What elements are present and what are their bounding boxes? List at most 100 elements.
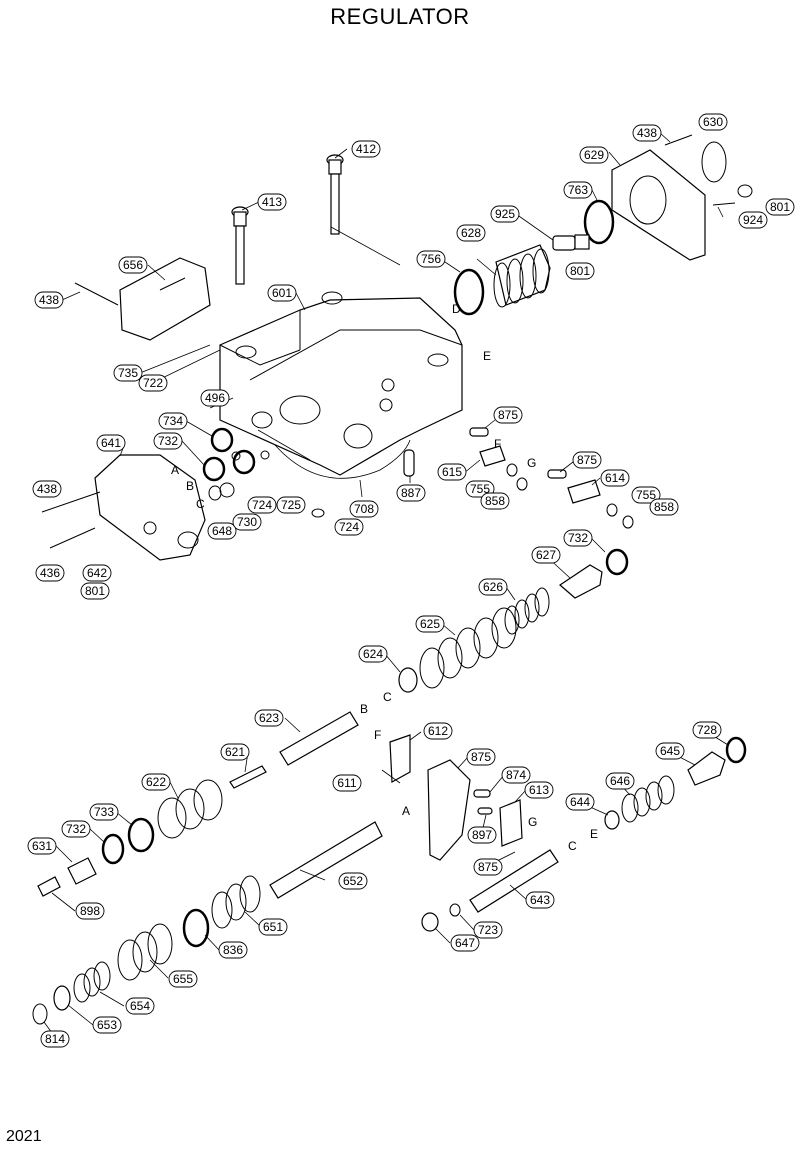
callout-text: 730 [237, 515, 257, 529]
callout-text: 438 [37, 482, 57, 496]
callout-724: 724 [247, 496, 277, 514]
callout-643: 643 [525, 891, 555, 909]
callout-text: 648 [212, 524, 232, 538]
callout-438: 438 [32, 480, 62, 498]
callout-801: 801 [80, 582, 110, 600]
sleeve-622 [157, 779, 223, 839]
callout-text: 645 [660, 744, 680, 758]
callout-text: 627 [536, 548, 556, 562]
reference-letter-E: E [590, 827, 598, 841]
callout-733: 733 [89, 803, 119, 821]
callout-734: 734 [158, 412, 188, 430]
callout-641: 641 [96, 434, 126, 452]
piston-627 [559, 548, 629, 599]
reference-letter-D: D [452, 302, 461, 316]
callout-text: 653 [97, 1018, 117, 1032]
callout-858: 858 [649, 498, 679, 516]
reference-letter-A: A [171, 463, 179, 477]
callout-text: 756 [421, 252, 441, 266]
reference-letter-C: C [568, 839, 577, 853]
callout-text: 814 [45, 1032, 65, 1046]
callout-601: 601 [267, 284, 297, 302]
callout-text: 655 [173, 972, 193, 986]
reference-letter-C: C [383, 690, 392, 704]
callout-722: 722 [138, 374, 168, 392]
callout-656: 656 [118, 256, 148, 274]
callout-text: 436 [40, 566, 60, 580]
callout-text: 801 [570, 264, 590, 278]
leader-lines [43, 132, 729, 1038]
callout-611: 611 [332, 774, 362, 792]
callout-887: 887 [396, 484, 426, 502]
o-ring-733 [127, 817, 155, 853]
cover-641 [41, 454, 206, 561]
callout-text: 723 [478, 923, 498, 937]
page-number: 2021 [6, 1128, 42, 1145]
callout-text: 722 [143, 376, 163, 390]
callout-text: 438 [637, 126, 657, 140]
callout-875: 875 [572, 451, 602, 469]
callout-723: 723 [473, 921, 503, 939]
lever-611 [427, 759, 471, 861]
callout-628: 628 [456, 224, 486, 242]
callout-text: 732 [66, 822, 86, 836]
reference-letter-A: A [402, 804, 410, 818]
callout-624: 624 [358, 645, 388, 663]
callout-621: 621 [220, 743, 250, 761]
o-ring-732-lower [101, 833, 125, 865]
callout-text: 629 [584, 148, 604, 162]
callout-text: 656 [123, 258, 143, 272]
callout-615: 615 [437, 463, 467, 481]
callout-623: 623 [254, 709, 284, 727]
callout-645: 645 [655, 742, 685, 760]
callout-655: 655 [168, 970, 198, 988]
pin-887 [403, 449, 415, 477]
pin-897 [477, 807, 493, 815]
callout-496: 496 [200, 389, 230, 407]
callout-612: 612 [423, 722, 453, 740]
washer-653 [53, 985, 71, 1011]
callout-text: 858 [654, 500, 674, 514]
callout-text: 875 [498, 408, 518, 422]
regulator-body [219, 291, 463, 479]
callout-text: 925 [495, 207, 515, 221]
shaft-643 [469, 849, 559, 913]
callout-724: 724 [334, 518, 364, 536]
callout-text: 763 [568, 183, 588, 197]
callout-text: 874 [506, 768, 526, 782]
reference-letter-G: G [528, 815, 537, 829]
pin-621 [229, 765, 267, 789]
plug-631 [67, 857, 97, 885]
callout-text: 412 [356, 142, 376, 156]
callout-text: 654 [130, 999, 150, 1013]
callout-text: 724 [339, 520, 359, 534]
callout-text: 875 [478, 860, 498, 874]
callout-text: 601 [272, 286, 292, 300]
callout-629: 629 [579, 146, 609, 164]
callout-text: 630 [703, 115, 723, 129]
pin-898 [37, 876, 61, 897]
washer-624 [398, 667, 418, 693]
callout-text: 613 [529, 783, 549, 797]
callout-text: 624 [363, 647, 383, 661]
callout-text: 413 [262, 195, 282, 209]
callout-732: 732 [563, 529, 593, 547]
callout-652: 652 [338, 872, 368, 890]
callout-646: 646 [605, 772, 635, 790]
callout-text: 732 [158, 434, 178, 448]
flange-629 [552, 134, 753, 261]
spring-654 [73, 961, 111, 1003]
reference-letter-E: E [483, 349, 491, 363]
piston-645 [687, 751, 726, 786]
callout-644: 644 [565, 793, 595, 811]
callout-text: 611 [337, 776, 356, 790]
spool-615 [469, 427, 528, 491]
callout-622: 622 [141, 773, 171, 791]
callout-text: 755 [636, 488, 656, 502]
callout-text: 612 [428, 724, 448, 738]
callout-648: 648 [207, 522, 237, 540]
callout-626: 626 [478, 578, 508, 596]
reference-letter-G: G [527, 456, 536, 470]
callout-text: 708 [354, 502, 374, 516]
